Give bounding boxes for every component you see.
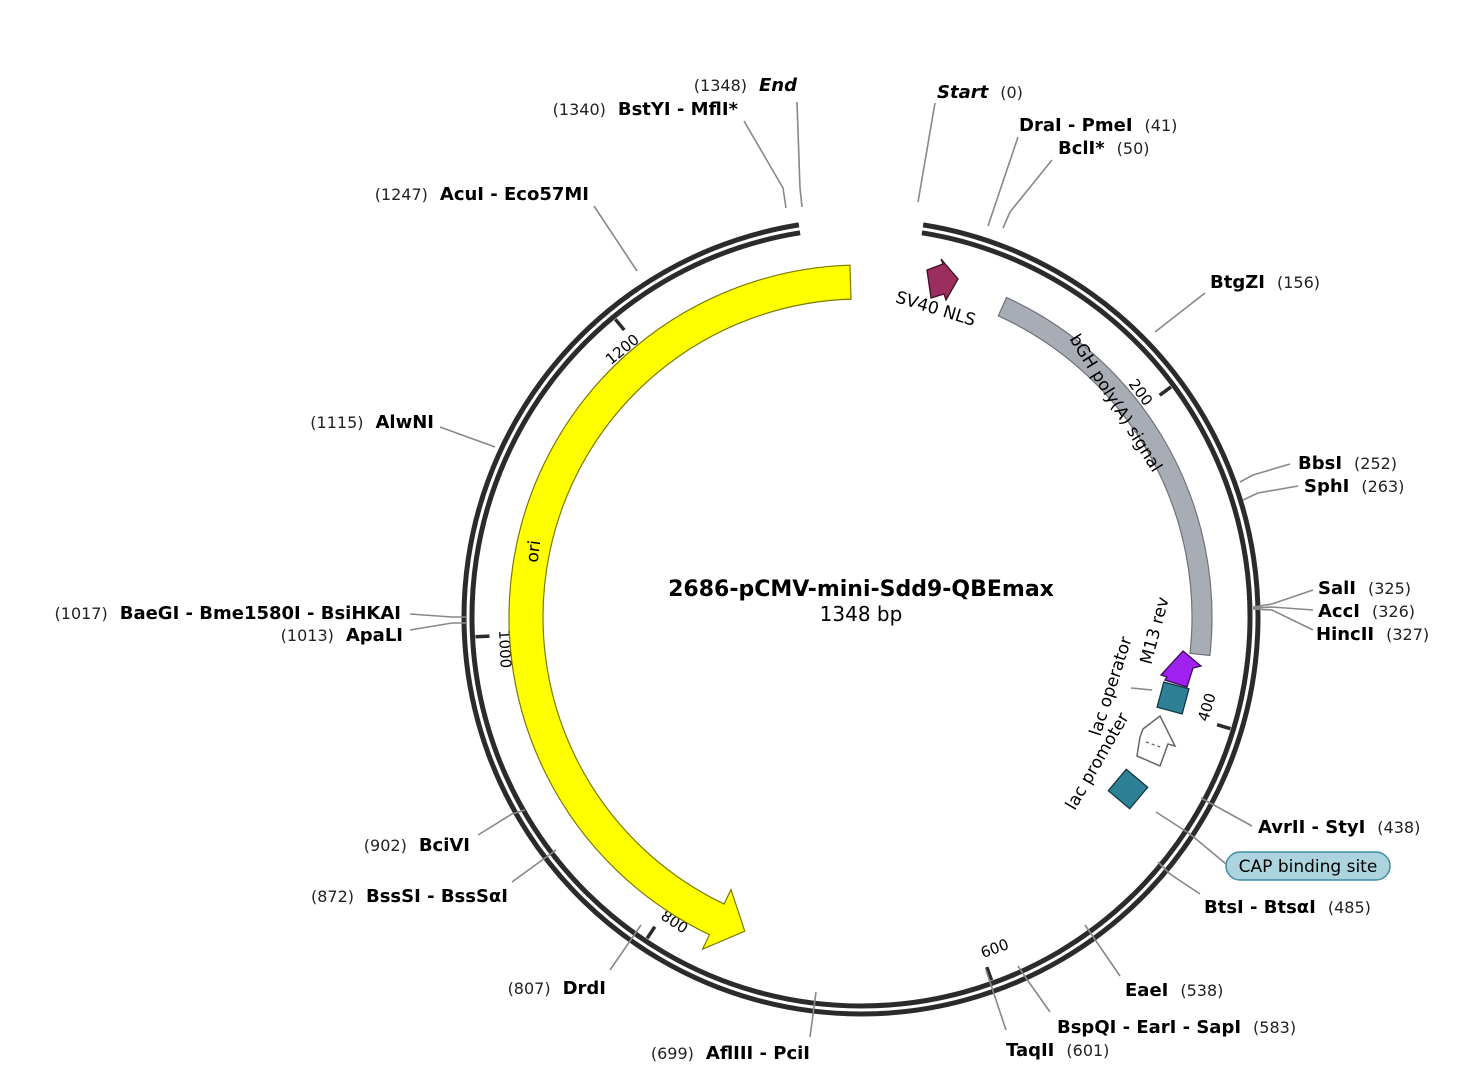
site-afliii-pcii[interactable]: (699) AflIII - PciI: [651, 1043, 810, 1064]
tick-label-600: 600: [978, 935, 1011, 962]
site-avrii-styi[interactable]: AvrII - StyI (438): [1258, 817, 1420, 838]
tick-mark-600: [985, 966, 994, 981]
sv40-arrow-icon: [926, 258, 959, 302]
tick-label-400: 400: [1194, 691, 1220, 724]
site-sphi[interactable]: SphI (263): [1304, 476, 1404, 497]
lac-operator-feature[interactable]: lac operator: [1086, 634, 1190, 739]
lac-operator-box: [1156, 681, 1190, 715]
tick-mark-400: [1216, 722, 1231, 731]
site-bcivi[interactable]: (902) BciVI: [364, 835, 470, 856]
site-baegi[interactable]: (1017) BaeGI - Bme1580I - BsiHKAI: [55, 603, 401, 624]
site-bbsi[interactable]: BbsI (252): [1298, 453, 1397, 474]
site-acci[interactable]: AccI (326): [1318, 601, 1415, 622]
plasmid-length: 1348 bp: [820, 602, 903, 626]
site-labels: Start (0) DraI - PmeI (41) BclI* (50) Bt…: [55, 75, 1430, 1064]
cap-badge: [1225, 851, 1391, 881]
tick-mark-800: [645, 925, 657, 940]
bgh-label: bGH poly(A) signal: [1065, 331, 1166, 476]
tick-mark-1200: [613, 318, 626, 332]
site-acui[interactable]: (1247) AcuI - Eco57MI: [375, 184, 589, 205]
site-bstyi[interactable]: (1340) BstYI - MflI*: [553, 99, 739, 120]
sv40-nls-feature[interactable]: SV40 NLS: [893, 258, 978, 331]
site-hincii[interactable]: HincII (327): [1316, 624, 1429, 645]
site-bspqi[interactable]: BspQI - EarI - SapI (583): [1057, 1017, 1296, 1038]
site-sali[interactable]: SalI (325): [1318, 578, 1411, 599]
site-drai-pmei[interactable]: DraI - PmeI (41): [1019, 115, 1177, 136]
ori-feature[interactable]: ori: [508, 264, 852, 951]
tick-mark-200: [1158, 385, 1172, 397]
site-bcli[interactable]: BclI* (50): [1058, 138, 1150, 159]
site-bsssi[interactable]: (872) BssSI - BssSαI: [311, 886, 508, 907]
tick-mark-1000: [475, 634, 490, 639]
plasmid-title: 2686-pCMV-mini-Sdd9-QBEmax: [668, 577, 1054, 602]
cap-box: [1107, 768, 1149, 810]
m13-arrow-icon: [1159, 650, 1203, 688]
site-taqii[interactable]: TaqII (601): [1006, 1040, 1109, 1061]
site-leaders: [409, 101, 1314, 1038]
start-marker[interactable]: Start (0): [937, 82, 1023, 103]
site-btsi[interactable]: BtsI - BtsαI (485): [1204, 897, 1371, 918]
site-apali[interactable]: (1013) ApaLI: [281, 625, 403, 646]
site-eaei[interactable]: EaeI (538): [1125, 980, 1223, 1001]
site-alwni[interactable]: (1115) AlwNI: [310, 412, 434, 433]
backbone: [461, 222, 1261, 1017]
site-btgzi[interactable]: BtgZI (156): [1210, 272, 1320, 293]
m13-label: M13 rev: [1137, 595, 1174, 667]
lac-promoter-arrow-icon: [1136, 714, 1177, 768]
cap-label: CAP binding site: [1239, 857, 1378, 877]
end-marker[interactable]: (1348) End: [694, 75, 798, 96]
cap-binding-feature[interactable]: CAP binding site: [1107, 768, 1391, 881]
ori-label: ori: [523, 539, 546, 563]
site-drdi[interactable]: (807) DrdI: [508, 978, 606, 999]
